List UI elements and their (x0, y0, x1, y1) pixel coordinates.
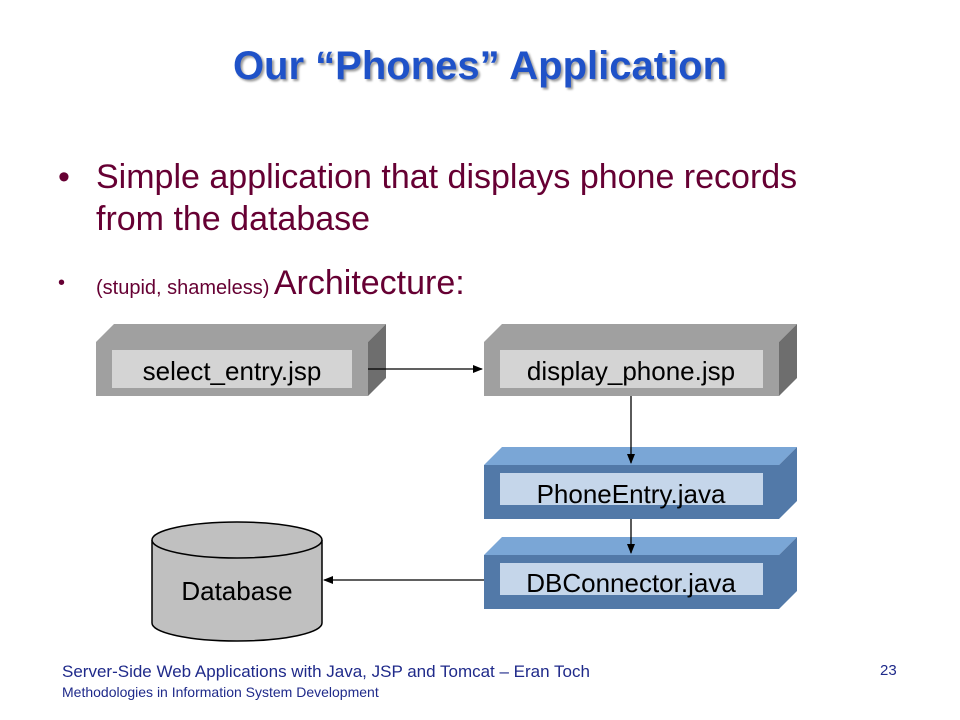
node-db-connector: DBConnector.java (484, 537, 797, 609)
node-database: Database (151, 521, 323, 642)
page-number: 23 (880, 662, 897, 679)
node-database-label: Database (181, 576, 292, 606)
bullet-sub-big-text: Architecture: (273, 264, 465, 302)
node-phone-entry-top (484, 447, 797, 465)
node-display-phone: display_phone.jsp (484, 324, 797, 396)
bullet-main: • Simple application that displays phone… (58, 156, 818, 240)
database-cylinder-top (151, 521, 323, 559)
node-select-entry-side (368, 324, 386, 396)
node-select-entry: select_entry.jsp (96, 324, 386, 396)
node-db-connector-top (484, 537, 797, 555)
node-display-phone-label: display_phone.jsp (527, 356, 735, 386)
node-display-phone-top (484, 324, 797, 342)
database-cylinder-body (151, 540, 323, 642)
bullet-marker: • (58, 158, 70, 196)
bullet-main-text: Simple application that displays phone r… (96, 158, 798, 238)
node-db-connector-label: DBConnector.java (526, 568, 736, 598)
bullet-sub-small-text: (stupid, shameless) (96, 277, 270, 299)
node-phone-entry-side (779, 447, 797, 519)
footer-line1: Server-Side Web Applications with Java, … (62, 662, 590, 681)
node-display-phone-face (500, 350, 763, 388)
node-select-entry-top (96, 324, 386, 342)
bullet-sub: • (stupid, shameless) Architecture: (58, 264, 818, 303)
node-phone-entry-label: PhoneEntry.java (537, 479, 726, 509)
node-db-connector-face (500, 563, 763, 595)
footer: Server-Side Web Applications with Java, … (62, 662, 590, 700)
node-display-phone-side (779, 324, 797, 396)
node-select-entry-face (112, 350, 352, 388)
node-db-connector-side (779, 537, 797, 609)
node-phone-entry: PhoneEntry.java (484, 447, 797, 519)
footer-line2: Methodologies in Information System Deve… (62, 684, 379, 700)
slide-title: Our “Phones” Application (232, 44, 728, 88)
node-phone-entry-face (500, 473, 763, 505)
node-select-entry-label: select_entry.jsp (143, 356, 322, 386)
bullet-marker: • (58, 272, 66, 294)
